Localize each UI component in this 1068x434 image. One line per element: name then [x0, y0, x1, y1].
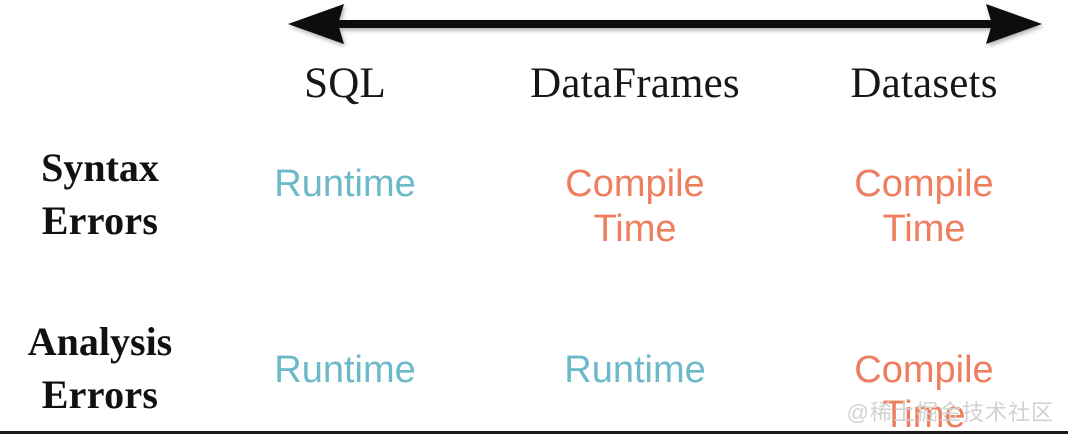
column-header-row: SQL DataFrames Datasets [200, 62, 1068, 124]
row-label-line-1: Syntax [41, 145, 159, 190]
double-headed-arrow-icon [280, 2, 1050, 48]
cell-syntax-errors-datasets: Compile Time [854, 163, 994, 250]
row-label-syntax-errors: Syntax Errors [0, 138, 200, 248]
column-header-datasets: Datasets [850, 60, 998, 107]
table-row: Syntax Errors Runtime Compile Time Compi… [0, 138, 1068, 312]
column-header-sql: SQL [304, 60, 386, 107]
cell-analysis-errors-datasets: Compile Time [854, 349, 994, 434]
cell-analysis-errors-sql: Runtime [274, 349, 416, 391]
row-label-line-2: Errors [41, 371, 159, 417]
table-row: Analysis Errors Runtime Runtime Compile … [0, 312, 1068, 434]
comparison-grid: Syntax Errors Runtime Compile Time Compi… [0, 138, 1068, 434]
cell-syntax-errors-sql: Runtime [274, 163, 416, 205]
row-label-line-1: Analysis [27, 319, 173, 364]
row-label-line-2: Errors [41, 197, 159, 243]
column-header-dataframes: DataFrames [530, 60, 740, 107]
cell-syntax-errors-dataframes: Compile Time [565, 163, 705, 250]
cell-analysis-errors-dataframes: Runtime [564, 349, 706, 391]
row-label-analysis-errors: Analysis Errors [0, 312, 200, 422]
